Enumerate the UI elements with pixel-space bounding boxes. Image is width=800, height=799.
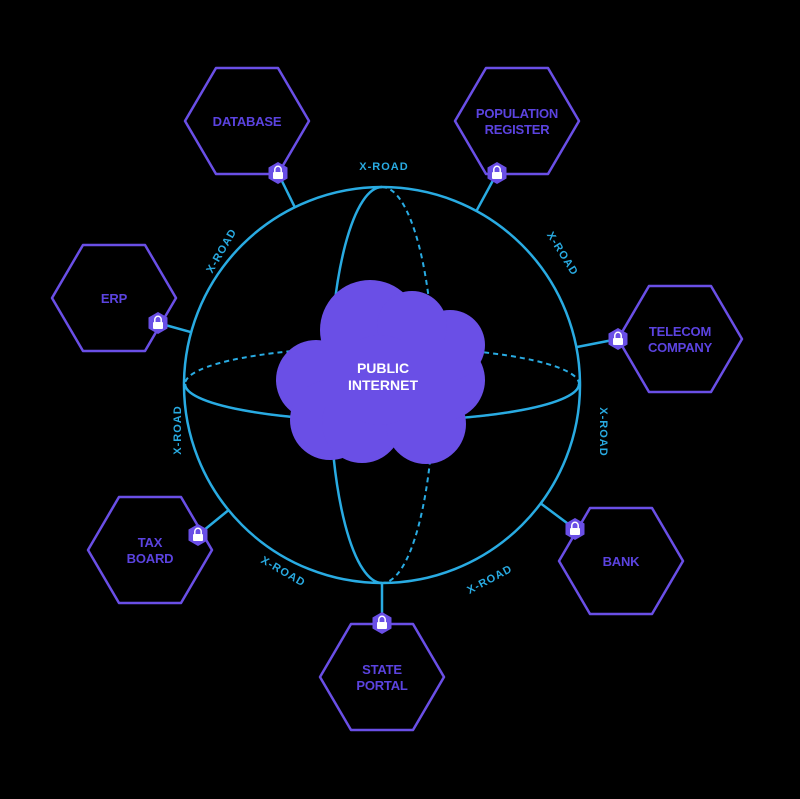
- x-road-label: X-ROAD: [465, 563, 514, 597]
- node-hexagon: [86, 495, 214, 605]
- lock-icon: [608, 328, 628, 350]
- node-label-line: ERP: [101, 291, 128, 306]
- node-label-line: BOARD: [127, 551, 174, 566]
- node-label-line: COMPANY: [648, 340, 713, 355]
- node-label-line: DATABASE: [213, 114, 282, 129]
- x-road-label: X-ROAD: [172, 405, 184, 454]
- meridian-back-dashed: [381, 186, 435, 584]
- node-database: DATABASE: [183, 66, 311, 208]
- lock-icon: [372, 612, 392, 634]
- node-hexagon: [453, 66, 581, 176]
- cloud-label-line: PUBLIC: [357, 360, 409, 376]
- lock-icon: [188, 524, 208, 546]
- lock-icon: [268, 162, 288, 184]
- node-erp: ERP: [50, 243, 192, 353]
- lock-icon: [565, 518, 585, 540]
- node-hexagon: [50, 243, 178, 353]
- node-label-line: PORTAL: [356, 678, 408, 693]
- lock-icon: [148, 312, 168, 334]
- x-road-label: X-ROAD: [359, 161, 408, 173]
- node-hexagon: [616, 284, 744, 394]
- node-label-line: REGISTER: [485, 122, 551, 137]
- node-label-line: POPULATION: [476, 106, 558, 121]
- cloud-label-line: INTERNET: [348, 377, 418, 393]
- node-hexagon: [557, 506, 685, 616]
- node-label-line: TELECOM: [649, 324, 711, 339]
- node-label-line: STATE: [362, 662, 402, 677]
- node-label-line: BANK: [603, 554, 641, 569]
- node-bank: BANK: [539, 502, 685, 616]
- x-road-label: X-ROAD: [597, 407, 609, 456]
- x-road-label: X-ROAD: [259, 554, 308, 589]
- node-hexagon: [318, 622, 446, 732]
- cloud-shape: [276, 280, 485, 464]
- lock-icon: [487, 162, 507, 184]
- node-hexagon: [183, 66, 311, 176]
- x-road-label: X-ROAD: [544, 230, 580, 278]
- node-label-line: TAX: [138, 535, 163, 550]
